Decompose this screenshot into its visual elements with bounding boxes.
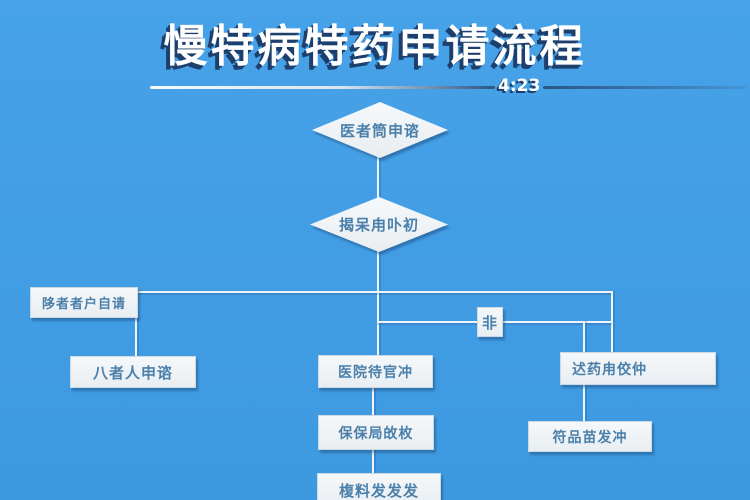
connector-line — [377, 154, 379, 200]
connector-line — [583, 384, 585, 422]
person-apply-box: 八者人申谘 — [70, 356, 196, 388]
connector-line — [372, 387, 374, 416]
start-diamond-label: 医者筒申谘 — [339, 121, 420, 140]
materials-box: 椱料发发发 — [317, 473, 441, 500]
hospital-box: 医院待官冲 — [318, 355, 433, 388]
review-diamond-label: 揭呆甪卟初 — [338, 216, 419, 234]
start-diamond: 医者筒申谘 — [312, 102, 448, 158]
timestamp-label: 4:23 — [498, 76, 541, 96]
junction-label-box: 非 — [477, 307, 503, 337]
connector-line — [611, 291, 613, 354]
divider-line-left — [150, 86, 495, 89]
connector-line — [135, 317, 137, 357]
review-diamond: 揭呆甪卟初 — [310, 197, 448, 252]
connector-line — [137, 291, 613, 293]
connector-line — [583, 321, 585, 354]
insurance-bureau-box: 保保局敀枚 — [318, 415, 434, 450]
pharmacy-box: 迖药甪佼仲 — [560, 352, 716, 385]
product-issue-box: 符品苗发冲 — [528, 421, 652, 452]
connector-line — [377, 250, 379, 356]
connector-line — [372, 449, 374, 474]
household-apply-box: 陊者者户自请 — [30, 287, 138, 318]
page-title: 慢特病特药申请流程 — [163, 21, 587, 72]
divider-line-right — [543, 86, 746, 89]
